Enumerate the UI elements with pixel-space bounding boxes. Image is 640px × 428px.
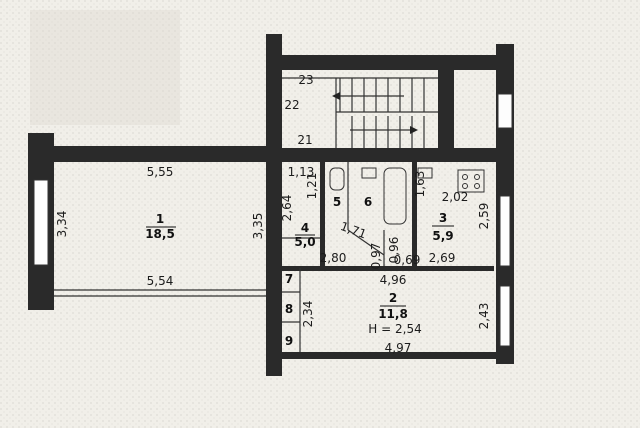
room-23-number: 23	[298, 73, 313, 87]
stove-icon	[457, 169, 485, 193]
room-1-number: 1	[156, 212, 164, 226]
dim-1-13: 1,13	[288, 165, 315, 179]
room-2-number: 2	[389, 291, 397, 305]
dim-5-54: 5,54	[147, 274, 174, 288]
toilet-icon	[329, 167, 345, 191]
dim-4-96: 4,96	[380, 273, 407, 287]
window-stair	[497, 93, 513, 129]
window-room-3	[499, 195, 511, 267]
dim-2-43: 2,43	[477, 303, 491, 330]
staircase	[332, 78, 425, 148]
dim-2-69: 2,69	[429, 251, 456, 265]
room-7-number: 7	[285, 272, 293, 286]
room-4-area: 5,0	[294, 235, 315, 249]
fixtures	[329, 167, 485, 225]
sink-icon	[361, 167, 377, 179]
room-6-number: 6	[364, 195, 372, 209]
room-5-number: 5	[333, 195, 341, 209]
room-2-height: H = 2,54	[368, 322, 421, 336]
dim-2-80: 2,80	[320, 251, 347, 265]
room-1-area: 18,5	[145, 227, 175, 241]
bathtub-icon	[383, 167, 407, 225]
dim-0-96: 0,96	[387, 237, 401, 264]
dim-3-34: 3,34	[55, 211, 69, 238]
room-9-number: 9	[285, 334, 293, 348]
window-room-2	[499, 285, 511, 347]
dim-2-59: 2,59	[477, 203, 491, 230]
dim-1-63: 1,63	[413, 171, 427, 198]
dim-0-97: 0,97	[369, 243, 383, 270]
room-4-number: 4	[301, 221, 309, 235]
dim-2-34: 2,34	[301, 301, 315, 328]
stair-arrow-icon	[332, 92, 340, 100]
dim-5-55: 5,55	[147, 165, 174, 179]
dim-4-97: 4,97	[385, 341, 412, 355]
dim-1-21: 1,21	[305, 173, 319, 200]
scan-smudge	[30, 10, 180, 125]
room-2-area: 11,8	[378, 307, 408, 321]
stair-arrow-icon	[410, 126, 418, 134]
room-8-number: 8	[285, 302, 293, 316]
room-21-number: 21	[297, 133, 312, 147]
sink-icon	[417, 167, 433, 179]
dim-3-35: 3,35	[251, 213, 265, 240]
dim-2-02: 2,02	[442, 190, 469, 204]
dim-0-69: 0,69	[394, 253, 421, 267]
room-22-number: 22	[284, 98, 299, 112]
room-3-number: 3	[439, 211, 447, 225]
windows	[33, 93, 513, 347]
dim-2-64: 2,64	[280, 195, 294, 222]
window-room-1	[33, 179, 49, 266]
room-3-area: 5,9	[432, 229, 453, 243]
